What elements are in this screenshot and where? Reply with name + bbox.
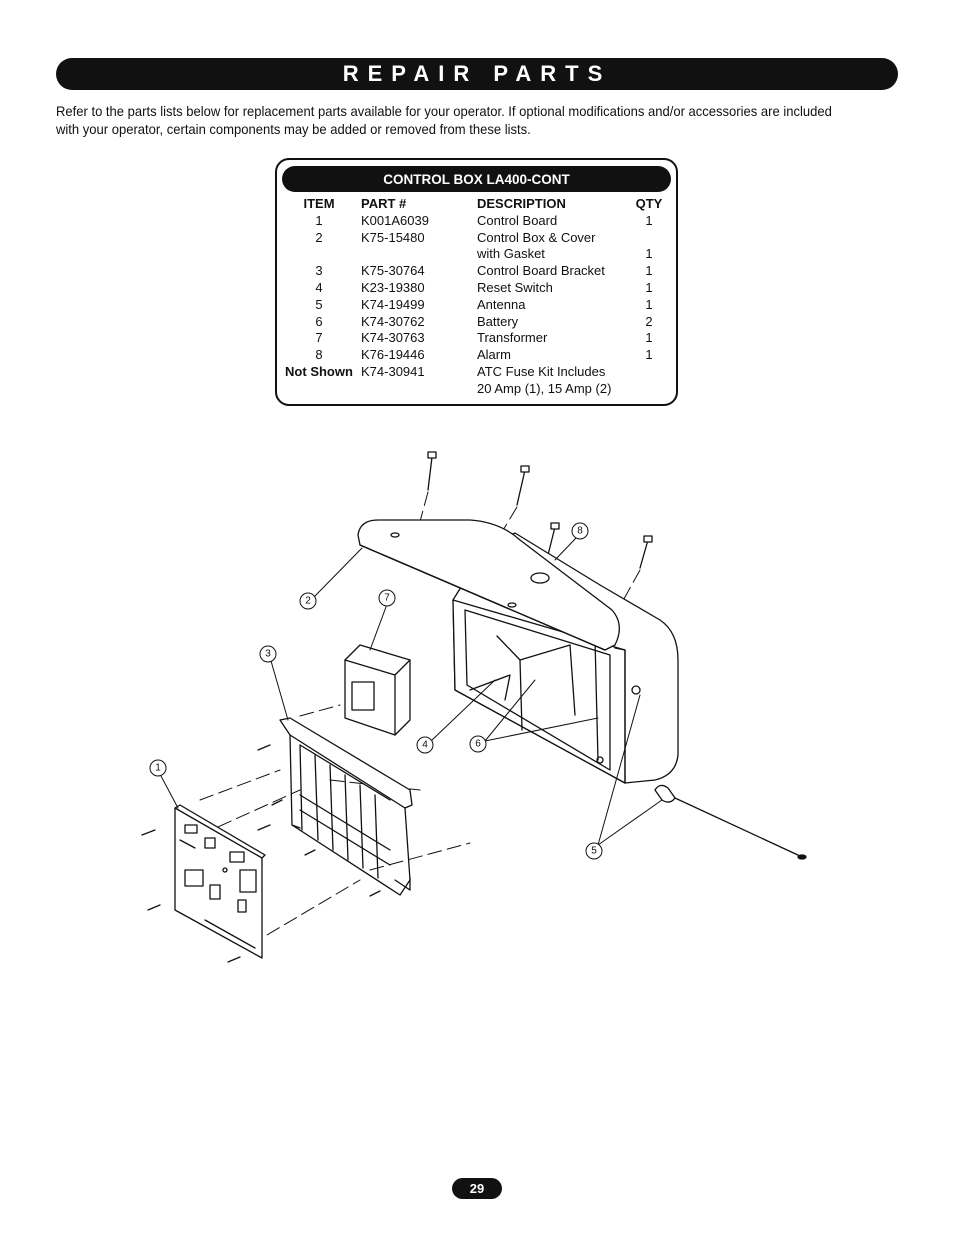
callout-8 <box>571 522 589 540</box>
cell-part: K74-19499 <box>361 296 425 312</box>
callout-1-label: 1 <box>155 763 161 774</box>
cell-description: Alarm <box>477 347 511 363</box>
cover-screw <box>547 522 560 556</box>
table-row: 5 K74-19499 Antenna 1 <box>277 297 676 314</box>
transformer <box>344 644 411 736</box>
table-row: Not Shown K74-30941 ATC Fuse Kit Include… <box>277 364 676 398</box>
intro-paragraph: Refer to the parts lists below for repla… <box>56 103 832 137</box>
cell-part: K75-30764 <box>361 263 425 279</box>
callout-5 <box>585 842 603 860</box>
table-row: 1 K001A6039 Control Board 1 <box>277 213 676 230</box>
cell-description: ATC Fuse Kit Includes 20 Amp (1), 15 Amp… <box>477 364 627 398</box>
cover-screw <box>639 535 653 569</box>
callout-1 <box>149 759 167 777</box>
callout-7-label: 7 <box>384 593 390 604</box>
page-title-bar: REPAIR PARTS <box>56 58 898 90</box>
cell-description: Control Box & Cover with Gasket <box>477 230 627 264</box>
cell-item: 1 <box>315 212 323 228</box>
table-row: 4 K23-19380 Reset Switch 1 <box>277 280 676 297</box>
parts-table: ITEM PART # DESCRIPTION QTY 1 K001A6039 … <box>277 196 676 398</box>
cell-description: Transformer <box>477 330 548 346</box>
col-header-item: ITEM <box>303 196 335 211</box>
antenna <box>654 784 807 860</box>
cell-qty: 2 <box>645 313 653 329</box>
control-board-bracket <box>279 717 413 896</box>
cell-part: K74-30763 <box>361 330 425 346</box>
table-row: 8 K76-19446 Alarm 1 <box>277 347 676 364</box>
cell-description: Reset Switch <box>477 279 553 295</box>
cell-part: K75-15480 <box>361 229 425 245</box>
cell-part: K001A6039 <box>361 212 429 228</box>
parts-list-box: CONTROL BOX LA400-CONT ITEM PART # DESCR… <box>275 158 678 406</box>
cell-qty-value: 1 <box>645 246 653 262</box>
table-row: 7 K74-30763 Transformer 1 <box>277 330 676 347</box>
cover-screw <box>516 465 530 506</box>
callout-2-label: 2 <box>305 596 311 607</box>
cell-qty: 1 <box>645 212 653 228</box>
cell-qty: 1 <box>645 296 653 312</box>
table-row: 6 K74-30762 Battery 2 <box>277 314 676 331</box>
callout-3 <box>259 645 277 663</box>
col-header-part: PART # <box>361 196 407 211</box>
cell-part: K76-19446 <box>361 347 425 363</box>
cell-description-line2: 20 Amp (1), 15 Amp (2) <box>477 380 612 396</box>
cell-item: 2 <box>315 229 323 245</box>
callout-4-label: 4 <box>422 740 428 751</box>
callout-4 <box>416 736 434 754</box>
control-box-cover <box>357 519 620 651</box>
cell-qty: 1 <box>645 347 653 363</box>
leader-lines <box>160 537 663 846</box>
cell-item: Not Shown <box>285 363 353 379</box>
cell-item: 6 <box>315 313 323 329</box>
page-title: REPAIR PARTS <box>342 61 612 86</box>
cell-description: Battery <box>477 313 519 329</box>
table-row: 3 K75-30764 Control Board Bracket 1 <box>277 263 676 280</box>
cell-description-line1: ATC Fuse Kit Includes <box>477 363 606 379</box>
cell-description: Control Board <box>477 212 558 228</box>
cell-part: K23-19380 <box>361 279 425 295</box>
cell-description: Antenna <box>477 296 526 312</box>
col-header-description: DESCRIPTION <box>477 196 566 211</box>
cell-item: 3 <box>315 263 323 279</box>
callout-6 <box>469 735 487 753</box>
cell-item: 4 <box>315 279 323 295</box>
page-number: 29 <box>452 1178 502 1199</box>
cell-description: Control Board Bracket <box>477 263 605 279</box>
cell-item: 5 <box>315 296 323 312</box>
cell-item: 8 <box>315 347 323 363</box>
cell-qty: 1 <box>645 263 653 279</box>
cell-description-line2: with Gasket <box>477 246 545 262</box>
callout-8-label: 8 <box>577 526 583 537</box>
callout-5-label: 5 <box>591 846 597 857</box>
parts-list-title: CONTROL BOX LA400-CONT <box>282 166 671 192</box>
cell-qty: 1 <box>627 230 671 264</box>
cell-qty: 1 <box>645 330 653 346</box>
col-header-qty: QTY <box>635 196 663 211</box>
cell-item: 7 <box>315 330 323 346</box>
table-row: 2 K75-15480 Control Box & Cover with Gas… <box>277 230 676 264</box>
cover-screw <box>427 451 437 491</box>
cell-part: K74-30762 <box>361 313 425 329</box>
board-screw <box>141 744 381 963</box>
cell-part: K74-30941 <box>361 363 425 379</box>
callout-2 <box>299 592 317 610</box>
callout-6-label: 6 <box>475 739 481 750</box>
parts-table-header: ITEM PART # DESCRIPTION QTY <box>277 196 676 213</box>
cell-description-line1: Control Box & Cover <box>477 229 596 245</box>
callout-7 <box>378 589 396 607</box>
control-board <box>174 804 266 959</box>
cell-qty: 1 <box>645 279 653 295</box>
callout-3-label: 3 <box>265 649 271 660</box>
